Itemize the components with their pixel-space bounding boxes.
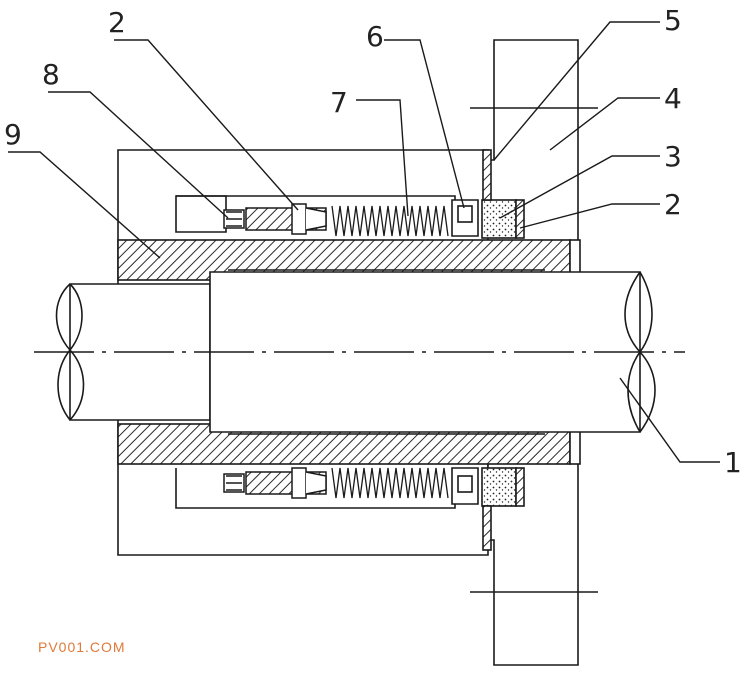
callout-3: 3 (664, 140, 682, 173)
leader-7 (356, 99, 409, 217)
leader-6 (384, 39, 465, 209)
housing-upper-step (175, 195, 227, 233)
callout-9: 9 (4, 118, 22, 151)
gasket-lower (482, 505, 492, 551)
leader-1 (619, 377, 720, 463)
callout-4: 4 (664, 82, 682, 115)
callout-7: 7 (330, 86, 348, 119)
callout-8: 8 (42, 58, 60, 91)
leader-2a (114, 39, 299, 211)
seal-face-upper (481, 199, 517, 239)
leader-8 (48, 91, 229, 219)
gasket-upper (482, 149, 492, 201)
callout-2b: 2 (664, 188, 682, 221)
leader-4 (549, 97, 660, 151)
callout-1: 1 (724, 446, 742, 479)
leader-5 (493, 21, 660, 161)
watermark: PV001.COM (38, 639, 126, 655)
callout-5: 5 (664, 4, 682, 37)
spring-upper (331, 205, 449, 237)
leader-9 (8, 151, 161, 259)
leader-3 (499, 155, 660, 219)
seal-face-lower (481, 467, 517, 507)
callout-6: 6 (366, 20, 384, 53)
leader-2b (519, 203, 660, 229)
spring-lower (331, 467, 449, 499)
callout-2a: 2 (108, 6, 126, 39)
